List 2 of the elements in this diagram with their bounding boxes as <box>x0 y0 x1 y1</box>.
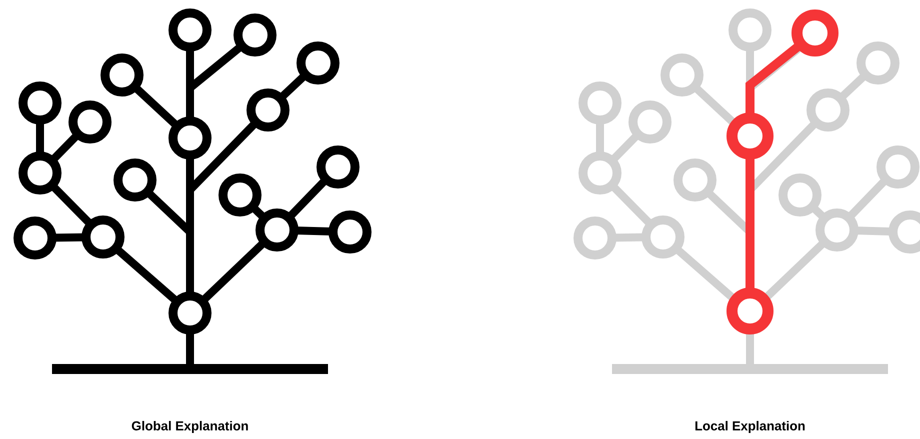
caption: Local Explanation <box>695 420 805 434</box>
caption: Global Explanation <box>132 420 248 434</box>
